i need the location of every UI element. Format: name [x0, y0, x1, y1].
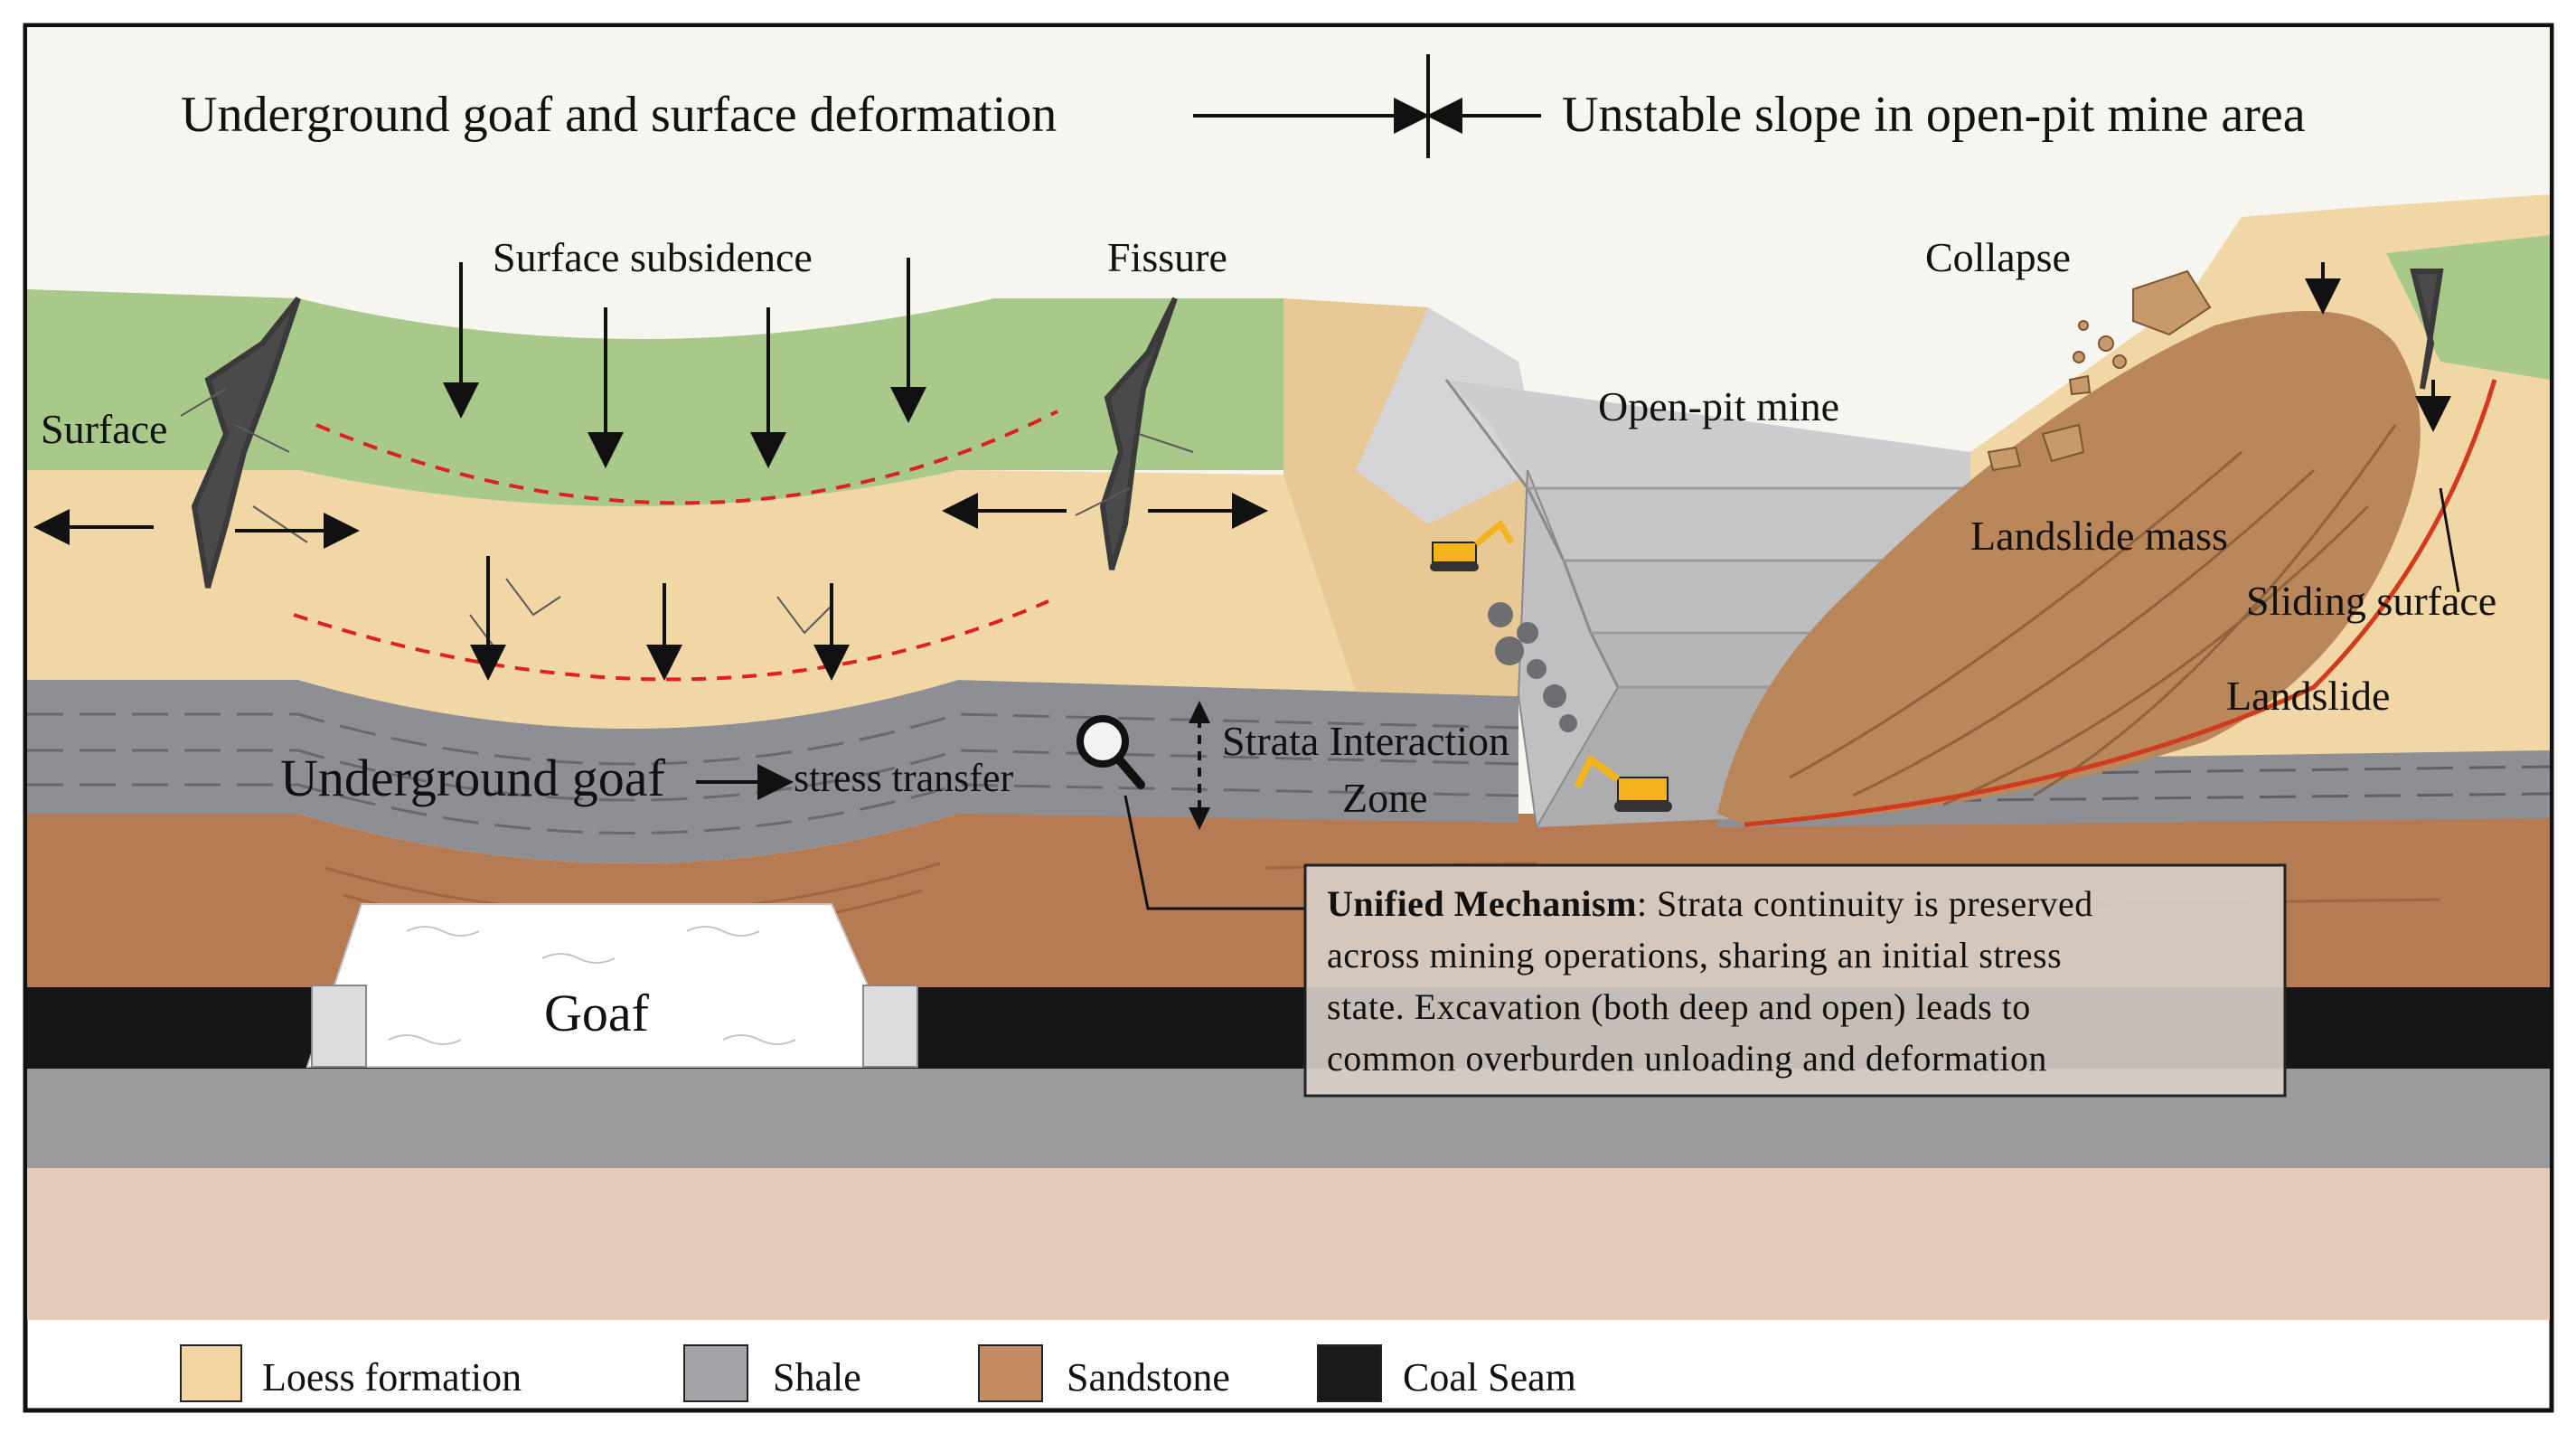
collapse-rocks	[1987, 269, 2212, 472]
label-collapse: Collapse	[1925, 234, 2071, 280]
subsidence-arrows	[33, 258, 2451, 800]
mechanism-line2: across mining operations, sharing an ini…	[1327, 935, 2062, 975]
grass-surface-left	[27, 289, 1347, 506]
label-surface: Surface	[41, 406, 167, 452]
label-fissure: Fissure	[1107, 234, 1227, 280]
landslide-texture	[1789, 424, 2397, 806]
legend: Loess formation Shale Sandstone Coal Sea…	[180, 1344, 1576, 1402]
label-open-pit-mine: Open-pit mine	[1598, 383, 1839, 429]
legend-label-coal: Coal Seam	[1403, 1355, 1576, 1400]
open-pit	[1356, 307, 1970, 831]
shale-stripes	[27, 712, 1519, 834]
loess-left-block	[27, 470, 1518, 729]
legend-swatch-shale	[683, 1344, 748, 1402]
legend-label-sandstone: Sandstone	[1067, 1355, 1230, 1400]
landslide-mass	[1717, 311, 2421, 825]
subsidence-arc-lower	[293, 599, 1049, 682]
magnifier-icon	[1076, 715, 1145, 789]
mechanism-line1: Unified Mechanism: Strata continuity is …	[1327, 883, 2093, 924]
legend-swatch-loess	[180, 1344, 242, 1402]
header-left-title: Underground goaf and surface deformation	[181, 87, 1057, 143]
interaction-arrow-heads	[1189, 701, 1210, 830]
sliding-surface-line	[1744, 379, 2497, 827]
legend-label-shale: Shale	[773, 1355, 861, 1400]
mechanism-title: Unified Mechanism	[1327, 883, 1637, 924]
mechanism-line1-rest: : Strata continuity is preserved	[1637, 883, 2093, 924]
label-landslide-mass: Landslide mass	[1970, 513, 2228, 559]
excavator-icon	[1430, 519, 1515, 571]
label-goaf: Goaf	[544, 984, 650, 1042]
label-stress-transfer: stress transfer	[794, 756, 1013, 800]
header-right-title: Unstable slope in open-pit mine area	[1562, 87, 2306, 143]
goaf-pillars	[311, 985, 918, 1068]
header-divider	[1193, 54, 1541, 158]
bottom-sandstone-layer	[27, 1166, 2550, 1320]
legend-label-loess: Loess formation	[262, 1355, 522, 1400]
subsidence-arc-upper	[315, 410, 1058, 505]
label-sliding-surface: Sliding surface	[2246, 578, 2496, 624]
legend-swatch-coal	[1317, 1344, 1382, 1402]
legend-swatch-sandstone	[978, 1344, 1043, 1402]
sliding-surface-pointer	[2439, 487, 2460, 593]
label-surface-subsidence: Surface subsidence	[493, 234, 813, 280]
label-landslide: Landslide	[2226, 673, 2390, 719]
label-strata-interaction-1: Strata Interaction	[1222, 718, 1509, 764]
label-strata-interaction-2: Zone	[1342, 775, 1428, 821]
mechanism-line3: state. Excavation (both deep and open) l…	[1327, 986, 2031, 1027]
mechanism-box	[1303, 863, 2287, 1098]
excavator-icon	[1574, 753, 1672, 812]
mechanism-leader-line	[1123, 795, 1306, 910]
mechanism-line4: common overburden unloading and deformat…	[1327, 1038, 2047, 1079]
fissure-cracks	[191, 269, 2444, 589]
goaf-texture	[388, 926, 796, 1045]
label-underground-goaf: Underground goaf	[280, 749, 665, 807]
